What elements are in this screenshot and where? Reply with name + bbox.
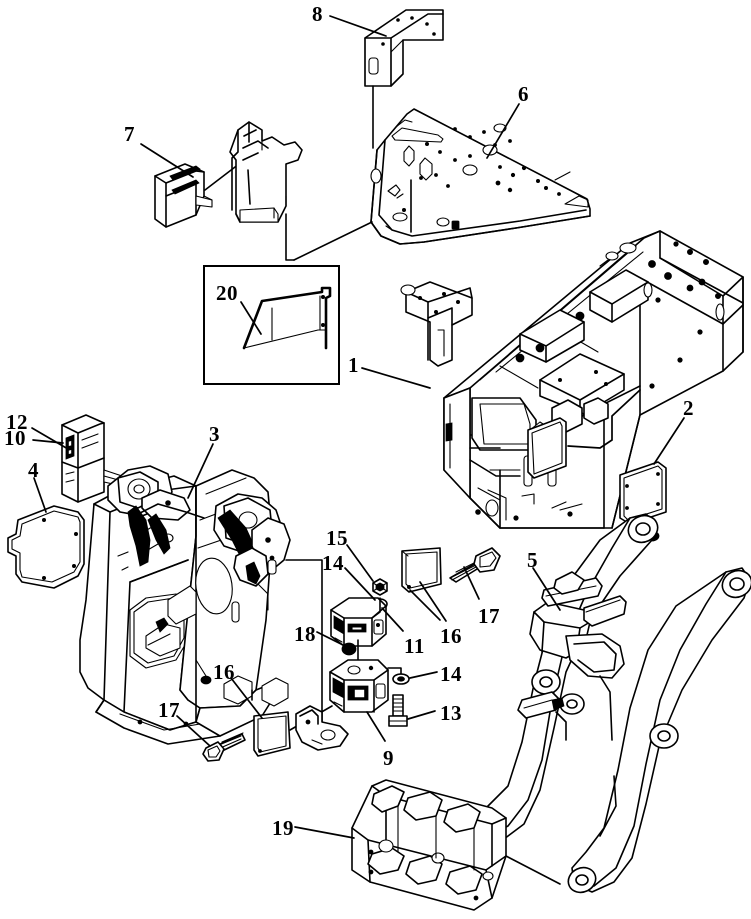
part-1-main-frame bbox=[400, 230, 744, 542]
callout-5: 5 bbox=[527, 548, 538, 572]
part-15-lock-nut bbox=[372, 578, 388, 596]
part-19-quick-coupler bbox=[351, 779, 561, 911]
callout-7: 7 bbox=[124, 122, 135, 146]
center-support-bracket bbox=[229, 121, 373, 261]
detail-inset-20 bbox=[203, 265, 340, 385]
callout-16: 16 bbox=[440, 624, 462, 648]
callout-2: 2 bbox=[683, 396, 694, 420]
part-17-hex-bolt-upper bbox=[449, 547, 501, 583]
part-3-front-frame-assembly bbox=[79, 465, 323, 745]
callout-6: 6 bbox=[518, 82, 529, 106]
part-13-cap-screw bbox=[388, 694, 408, 727]
callout-12: 12 bbox=[6, 410, 28, 434]
part-17-hex-bolt-lower bbox=[202, 732, 246, 762]
part-7-relay-box bbox=[154, 163, 240, 228]
callout-13: 13 bbox=[440, 701, 462, 725]
callout-11: 11 bbox=[404, 634, 425, 658]
hardware-stack bbox=[202, 547, 501, 762]
callout-20: 20 bbox=[216, 281, 238, 305]
callout-16-lower: 16 bbox=[213, 660, 235, 684]
mounting-clip bbox=[295, 705, 349, 751]
callout-15: 15 bbox=[326, 526, 348, 550]
callout-19: 19 bbox=[272, 816, 294, 840]
part-18-o-ring-seal bbox=[341, 642, 357, 656]
part-5-boom-arm-assembly bbox=[474, 513, 751, 894]
callout-1: 1 bbox=[348, 353, 359, 377]
callout-17: 17 bbox=[478, 604, 500, 628]
callout-17-lower: 17 bbox=[158, 698, 180, 722]
part-12-10-control-module bbox=[61, 414, 123, 503]
callout-8: 8 bbox=[312, 2, 323, 26]
part-14-flat-washer-lower bbox=[387, 667, 410, 685]
callout-9: 9 bbox=[383, 746, 394, 770]
part-8-mounting-bracket-upper bbox=[364, 9, 444, 149]
callout-18: 18 bbox=[294, 622, 316, 646]
callout-14-lower: 14 bbox=[440, 662, 462, 686]
callout-14: 14 bbox=[322, 551, 344, 575]
callout-leader-lines bbox=[31, 15, 685, 839]
part-6-floor-plate bbox=[370, 108, 591, 245]
callout-4: 4 bbox=[28, 458, 39, 482]
part-4-cover-plate-left bbox=[7, 505, 85, 589]
callout-3: 3 bbox=[209, 422, 220, 446]
callout-10: 10 bbox=[4, 426, 26, 450]
part-20-panel-inset-detail bbox=[242, 286, 332, 350]
part-11-valve-block-upper bbox=[330, 597, 387, 691]
part-2-cover-plate-right bbox=[527, 389, 667, 525]
part-9-valve-block-lower bbox=[329, 659, 389, 713]
